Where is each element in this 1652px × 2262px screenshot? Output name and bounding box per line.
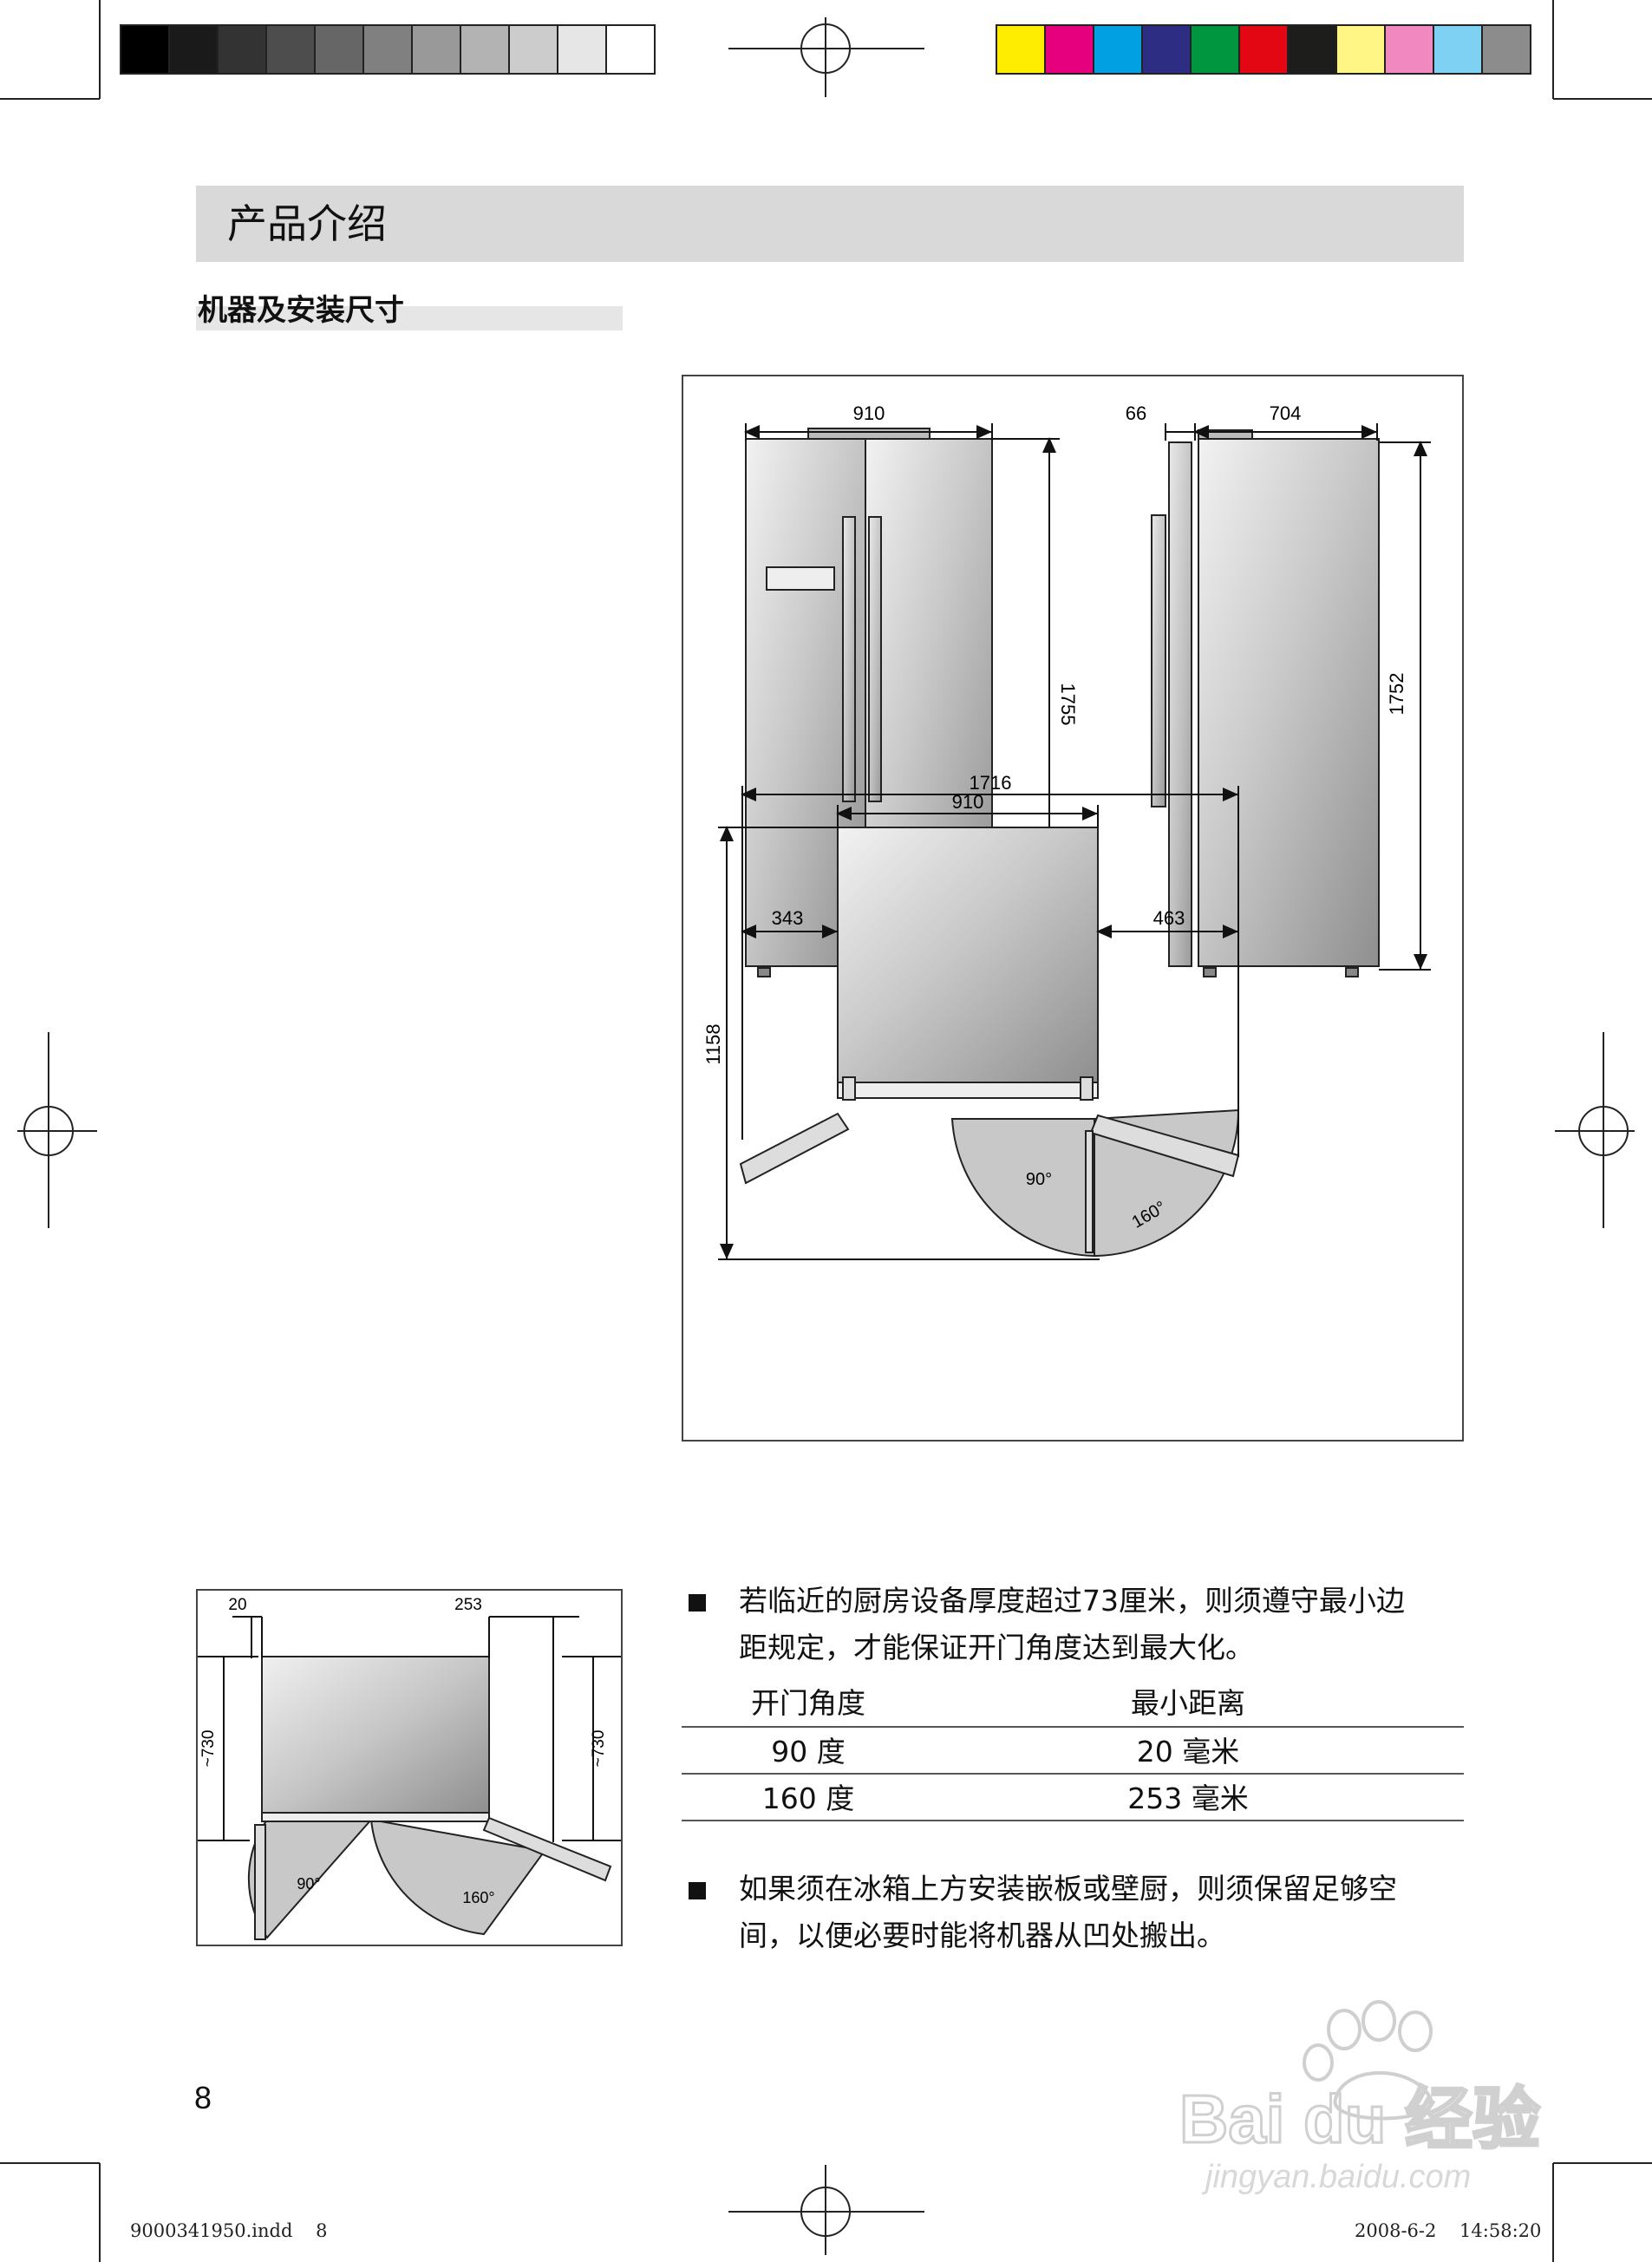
color-swatch <box>1094 26 1143 73</box>
gray-swatch <box>121 26 170 73</box>
watermark-url: jingyan.baidu.com <box>1201 2159 1471 2194</box>
label-small-angle-160: 160° <box>462 1889 494 1906</box>
side-view <box>1151 429 1380 977</box>
grayscale-bar <box>120 24 656 75</box>
color-swatch <box>1483 26 1530 73</box>
dimension-drawing: 910 1755 66 704 1752 <box>702 402 1431 1260</box>
table-header-distance: 最小距离 <box>1131 1686 1245 1720</box>
clearance-drawing: 20 253 ~730 ~730 90° 160° <box>198 1596 621 1940</box>
top-view <box>739 827 1240 1258</box>
color-swatch <box>1192 26 1240 73</box>
table-rule-top <box>682 1726 1464 1728</box>
section-title: 产品介绍 <box>227 200 387 247</box>
label-left-depth: ~730 <box>199 1730 218 1768</box>
baidu-paw-icon: Bai du 经验 jingyan.baidu.com <box>1179 2000 1542 2195</box>
label-right-depth: ~730 <box>590 1730 608 1768</box>
color-swatch <box>1289 26 1337 73</box>
watermark-brand: Bai du 经验 <box>1179 2081 1540 2157</box>
subsection-band <box>196 306 623 330</box>
table-cell-angle-1: 90 度 <box>771 1735 846 1768</box>
table-cell-distance-1: 20 毫米 <box>1136 1735 1240 1768</box>
gray-swatch <box>267 26 316 73</box>
table-header-angle: 开门角度 <box>751 1686 865 1720</box>
table-rule-middle <box>682 1773 1464 1775</box>
label-top-total: 1716 <box>970 772 1012 794</box>
gray-swatch <box>413 26 461 73</box>
label-side-height: 1752 <box>1386 673 1407 716</box>
footer-date: 2008-6-2 14:58:20 <box>1355 2220 1542 2241</box>
label-right-gap: 253 <box>454 1596 482 1614</box>
section-band <box>196 186 1464 262</box>
page-number: 8 <box>194 2080 212 2115</box>
label-left-gap: 20 <box>228 1596 246 1614</box>
subsection-title: 机器及安装尺寸 <box>198 293 404 328</box>
label-side-depth: 704 <box>1270 402 1302 424</box>
gray-swatch <box>170 26 219 73</box>
baidu-watermark: Bai du 经验 jingyan.baidu.com <box>1171 1995 1570 2195</box>
label-front-width: 910 <box>853 402 885 424</box>
label-top-right: 463 <box>1153 907 1185 929</box>
color-swatch <box>1386 26 1434 73</box>
gray-swatch <box>607 26 654 73</box>
label-front-height: 1755 <box>1057 683 1079 726</box>
color-swatch <box>1046 26 1094 73</box>
dimension-diagram: 910 1755 66 704 1752 <box>682 375 1464 1442</box>
bullet-2-line-2: 间，以便必要时能将机器从凹处搬出。 <box>739 1919 1225 1952</box>
color-swatch <box>1337 26 1386 73</box>
gray-swatch <box>316 26 364 73</box>
color-swatch <box>997 26 1046 73</box>
table-rule-bottom <box>682 1820 1464 1821</box>
color-swatch <box>1240 26 1289 73</box>
gray-swatch <box>364 26 413 73</box>
table-cell-angle-2: 160 度 <box>761 1781 855 1815</box>
bullet-1-line-1: 若临近的厨房设备厚度超过73厘米，则须遵守最小边 <box>739 1584 1405 1618</box>
gray-swatch <box>510 26 558 73</box>
table-cell-distance-2: 253 毫米 <box>1127 1781 1249 1815</box>
color-swatch <box>1434 26 1483 73</box>
bullet-icon <box>689 1594 706 1612</box>
color-swatch <box>1143 26 1192 73</box>
bullet-icon <box>689 1882 706 1899</box>
label-small-angle-90: 90° <box>297 1875 320 1893</box>
clearance-diagram: 20 253 ~730 ~730 90° 160° <box>196 1589 623 1946</box>
gray-swatch <box>558 26 607 73</box>
bullet-2-line-1: 如果须在冰箱上方安装嵌板或壁厨，则须保留足够空 <box>739 1872 1397 1906</box>
label-angle-90: 90° <box>1026 1170 1052 1189</box>
label-top-depth: 1158 <box>702 1023 724 1064</box>
bullet-1-line-2: 距规定，才能保证开门角度达到最大化。 <box>739 1631 1254 1664</box>
label-side-gap: 66 <box>1126 402 1146 424</box>
gray-swatch <box>461 26 510 73</box>
footer-file: 9000341950.indd 8 <box>130 2220 328 2241</box>
label-top-left: 343 <box>772 907 804 929</box>
process-color-bar <box>996 24 1531 75</box>
gray-swatch <box>219 26 267 73</box>
label-top-width: 910 <box>952 791 984 813</box>
